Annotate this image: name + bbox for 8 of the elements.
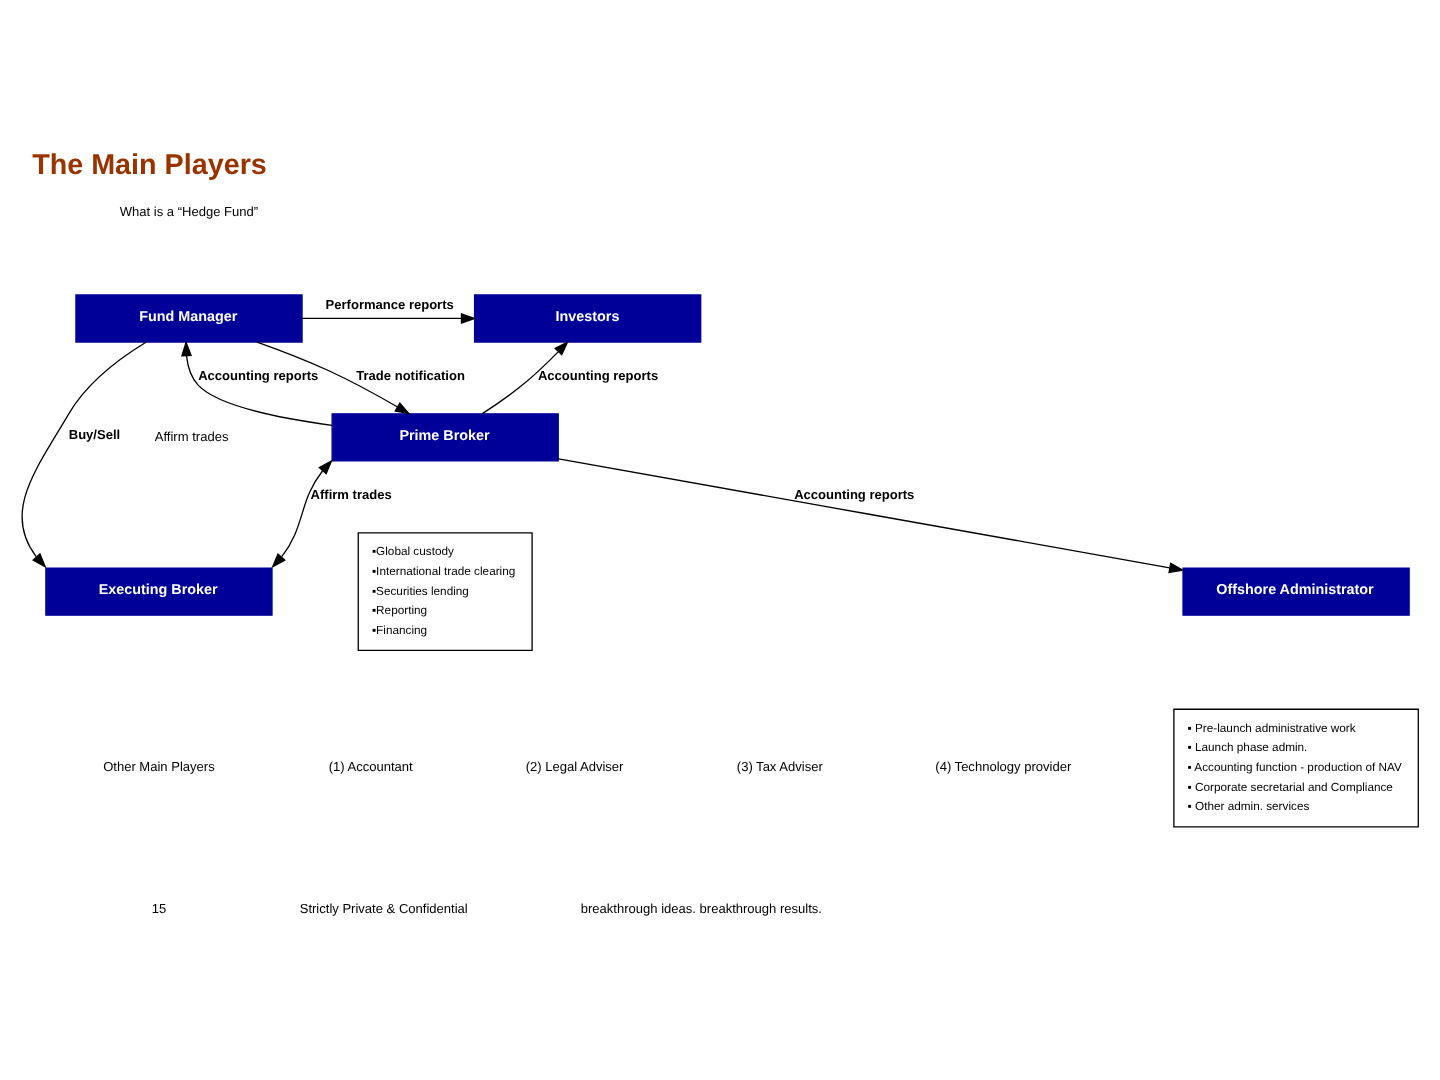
arrow	[271, 459, 333, 569]
arrow	[181, 340, 333, 427]
arrow	[21, 341, 147, 569]
diagram-title: The Main Players	[32, 150, 267, 183]
arrow	[301, 312, 477, 324]
arrow	[256, 341, 411, 415]
arrow	[481, 340, 569, 415]
arrow	[557, 458, 1185, 574]
